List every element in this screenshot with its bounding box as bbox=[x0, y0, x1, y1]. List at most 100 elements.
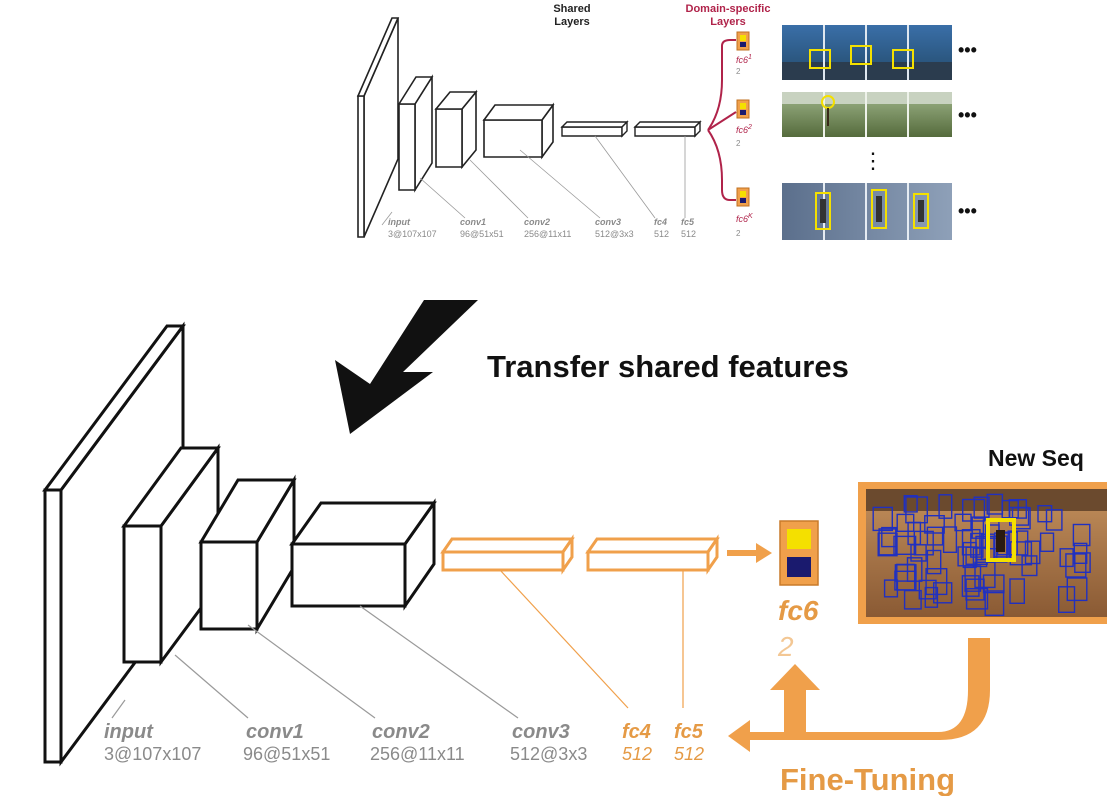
candidate-box bbox=[903, 495, 918, 513]
shared-layers-header-line2: Layers bbox=[554, 16, 589, 28]
candidate-box bbox=[984, 590, 1005, 616]
frame-strip-1 bbox=[782, 25, 952, 80]
bottom-label-fc4-name: fc4 bbox=[622, 721, 651, 743]
top-fc6-block-k bbox=[736, 187, 750, 207]
top-label-conv2-size: 256@11x11 bbox=[524, 229, 571, 239]
new-sequence-image bbox=[858, 482, 1107, 624]
target-box bbox=[986, 518, 1016, 562]
candidate-box bbox=[918, 579, 937, 600]
candidate-box bbox=[970, 532, 984, 558]
branch1-size: 2 bbox=[736, 67, 741, 76]
candidate-box bbox=[896, 563, 916, 591]
candidate-box bbox=[1066, 577, 1088, 602]
branch2-name: fc62 bbox=[736, 124, 752, 135]
top-fc6-block-2 bbox=[736, 99, 750, 119]
top-conv1-block bbox=[397, 74, 434, 193]
candidate-box bbox=[933, 582, 953, 604]
transfer-label: Transfer shared features bbox=[487, 349, 849, 384]
candidate-box bbox=[1072, 523, 1091, 547]
candidate-box bbox=[1039, 532, 1055, 553]
candidate-box bbox=[1009, 506, 1030, 526]
bottom-label-fc5-size: 512 bbox=[674, 744, 704, 764]
candidate-box bbox=[1009, 578, 1026, 604]
bottom-label-conv3-name: conv3 bbox=[512, 721, 570, 743]
bottom-conv1-block bbox=[121, 443, 221, 667]
candidate-box bbox=[961, 575, 980, 597]
candidate-box bbox=[1021, 555, 1038, 577]
candidate-box bbox=[925, 568, 948, 596]
frame-strip-2 bbox=[782, 92, 952, 137]
candidate-box bbox=[1024, 540, 1041, 565]
ellipsis-1: ••• bbox=[958, 40, 977, 60]
candidate-box bbox=[926, 526, 944, 546]
top-input-block bbox=[356, 17, 400, 238]
top-label-fc4-name: fc4 bbox=[654, 217, 667, 227]
bottom-label-conv2-size: 256@11x11 bbox=[370, 744, 465, 764]
candidate-box bbox=[872, 506, 894, 532]
candidate-box bbox=[1059, 548, 1074, 568]
bottom-fc6-block bbox=[779, 520, 819, 586]
bottom-label-conv2-name: conv2 bbox=[372, 721, 430, 743]
candidate-box bbox=[938, 494, 953, 519]
bottom-label-fc4-size: 512 bbox=[622, 744, 652, 764]
shared-layers-header-line1: Shared bbox=[553, 3, 590, 15]
ellipsis-2: ••• bbox=[958, 105, 977, 125]
candidate-box bbox=[910, 544, 927, 562]
candidate-box bbox=[964, 565, 982, 592]
top-label-conv2-name: conv2 bbox=[524, 217, 550, 227]
candidate-box bbox=[1065, 553, 1087, 578]
candidate-box bbox=[982, 574, 1005, 594]
bottom-label-input-size: 3@107x107 bbox=[104, 744, 201, 764]
top-conv3-block bbox=[482, 102, 555, 160]
bottom-fc4-block bbox=[440, 534, 575, 575]
candidate-box bbox=[1009, 541, 1033, 566]
bottom-fc5-block bbox=[585, 534, 720, 575]
top-network: Shared Layers Domain-specific Layers inp… bbox=[356, 3, 977, 240]
candidate-box bbox=[1045, 509, 1063, 531]
candidate-box bbox=[954, 513, 972, 532]
candidate-box bbox=[924, 515, 945, 534]
candidate-box bbox=[942, 526, 958, 553]
top-layer-labels: input 3@107x107 conv1 96@51x51 conv2 256… bbox=[388, 217, 696, 239]
bottom-label-fc6-size: 2 bbox=[777, 631, 794, 662]
top-fc5-block bbox=[633, 120, 702, 138]
candidate-box bbox=[877, 532, 898, 557]
candidate-box bbox=[1057, 586, 1076, 613]
bottom-label-fc6-name: fc6 bbox=[778, 595, 819, 626]
fine-tuning-label: Fine-Tuning bbox=[780, 762, 955, 796]
candidate-box bbox=[878, 528, 897, 556]
top-label-input-size: 3@107x107 bbox=[388, 229, 437, 239]
candidate-box bbox=[924, 586, 939, 608]
candidate-box bbox=[1037, 505, 1053, 523]
top-branches bbox=[707, 39, 737, 201]
bottom-network: input 3@107x107 conv1 96@51x51 conv2 256… bbox=[42, 321, 1107, 796]
transfer-arrow bbox=[335, 300, 478, 434]
bottom-leader-lines bbox=[111, 605, 519, 719]
candidate-box bbox=[1007, 530, 1029, 556]
top-label-fc5-size: 512 bbox=[681, 229, 696, 239]
candidate-box bbox=[962, 498, 986, 522]
bottom-label-input-name: input bbox=[104, 721, 154, 743]
bottom-layer-labels: input 3@107x107 conv1 96@51x51 conv2 256… bbox=[104, 595, 819, 764]
top-branch-labels: fc61 2 fc62 2 fc6K 2 bbox=[736, 54, 753, 238]
bottom-fc-leader-lines bbox=[499, 569, 684, 709]
top-label-conv1-name: conv1 bbox=[460, 217, 486, 227]
branchk-name: fc6K bbox=[736, 213, 753, 224]
top-label-fc5-name: fc5 bbox=[681, 217, 695, 227]
bottom-label-conv1-size: 96@51x51 bbox=[243, 744, 330, 764]
candidate-box bbox=[965, 588, 989, 610]
candidate-box bbox=[973, 496, 990, 519]
top-conv2-block bbox=[434, 89, 478, 170]
top-label-conv1-size: 96@51x51 bbox=[460, 229, 504, 239]
top-leader-lines bbox=[381, 135, 686, 226]
top-label-input-name: input bbox=[388, 217, 411, 227]
new-sequence-label: New Seq bbox=[988, 445, 1084, 471]
top-label-conv3-name: conv3 bbox=[595, 217, 621, 227]
top-label-fc4-size: 512 bbox=[654, 229, 669, 239]
branch2-size: 2 bbox=[736, 139, 741, 148]
frame-strip-k bbox=[782, 183, 952, 240]
ellipsis-k: ••• bbox=[958, 201, 977, 221]
branchk-size: 2 bbox=[736, 229, 741, 238]
top-label-conv3-size: 512@3x3 bbox=[595, 229, 634, 239]
domain-layers-header-line1: Domain-specific bbox=[686, 3, 771, 15]
